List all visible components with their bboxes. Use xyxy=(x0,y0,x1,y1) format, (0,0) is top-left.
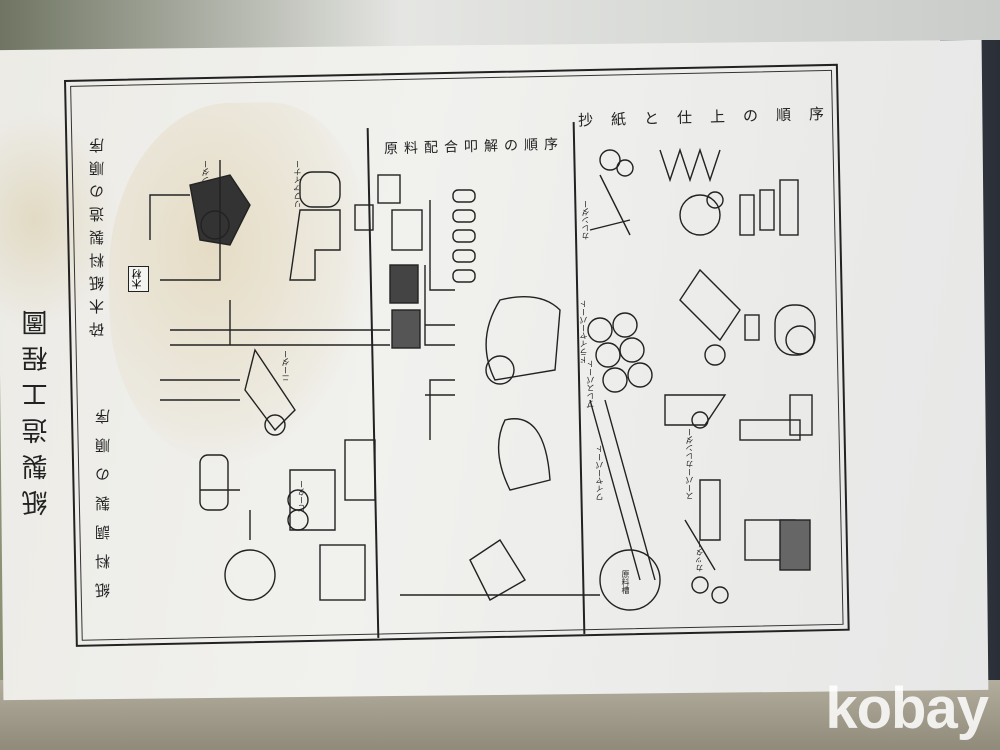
label-stock-tank: 原料槽 xyxy=(621,570,630,594)
groundwood-machinery xyxy=(149,160,390,346)
blending-machinery xyxy=(377,174,600,601)
stock-machinery xyxy=(160,348,376,601)
watermark-logo: kobay xyxy=(825,676,989,741)
papermaking-machinery xyxy=(587,147,816,611)
